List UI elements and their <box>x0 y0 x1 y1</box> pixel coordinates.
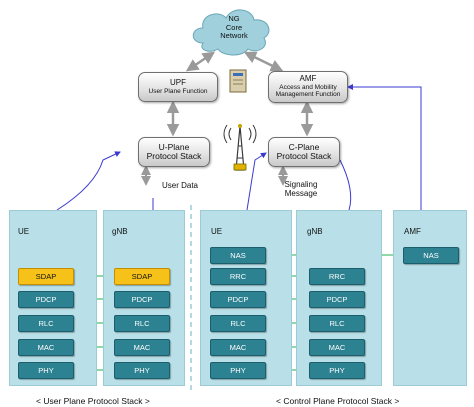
cp-ue-rrc-layer: RRC <box>210 268 266 285</box>
up-ue-phy-layer: PHY <box>18 362 74 379</box>
server-icon <box>229 69 247 93</box>
cloud-upf-arrow <box>185 51 216 72</box>
uplane-line-1: U-Plane <box>158 141 190 152</box>
uplane-line-2: Protocol Stack <box>146 151 202 161</box>
cp-gnb-mac-layer: MAC <box>309 339 365 356</box>
amf-box-subtitle-2: Management Function <box>275 91 341 99</box>
cp-gnb-pdcp-layer: PDCP <box>309 291 365 308</box>
up-gnb-pdcp-layer: PDCP <box>114 291 170 308</box>
amf-panel: AMF <box>393 210 467 386</box>
amf-function-box: AMF Access and Mobility Management Funct… <box>268 71 348 103</box>
up-gnb-phy-layer: PHY <box>114 362 170 379</box>
cplane-line-1: C-Plane <box>288 141 320 152</box>
amf-link <box>347 84 422 210</box>
cp-ue-link <box>246 152 267 211</box>
up-gnb-label: gNB <box>112 227 128 236</box>
cp-gnb-rrc-layer: RRC <box>309 268 365 285</box>
amf-box-subtitle-1: Access and Mobility <box>279 84 337 92</box>
upf-title: UPF <box>170 78 186 88</box>
cloud-line-2: Core <box>225 22 243 32</box>
cplane-line-2: Protocol Stack <box>276 151 332 161</box>
up-gnb-rlc-layer: RLC <box>114 315 170 332</box>
cloud-line-1: NG <box>228 14 240 23</box>
cp-ue-rlc-layer: RLC <box>210 315 266 332</box>
signaling-message-label: Signaling Message <box>276 180 326 198</box>
control-plane-caption: < Control Plane Protocol Stack > <box>276 396 400 406</box>
up-gnb-sdap-layer: SDAP <box>114 268 170 285</box>
cp-ue-phy-layer: PHY <box>210 362 266 379</box>
ng-core-label: NG Core Network <box>214 14 254 41</box>
cp-gnb-link <box>339 159 352 211</box>
signaling-line-1: Signaling <box>284 180 318 189</box>
cp-ue-pdcp-layer: PDCP <box>210 291 266 308</box>
up-ue-mac-layer: MAC <box>18 339 74 356</box>
up-ue-pdcp-layer: PDCP <box>18 291 74 308</box>
cp-gnb-phy-layer: PHY <box>309 362 365 379</box>
cloud-amf-arrow <box>243 51 284 72</box>
amf-panel-label: AMF <box>404 227 421 236</box>
up-ue-link <box>56 151 121 211</box>
up-ue-sdap-layer: SDAP <box>18 268 74 285</box>
upf-box: UPF User Plane Function <box>138 72 218 102</box>
up-gnb-mac-layer: MAC <box>114 339 170 356</box>
cplane-protocol-stack-box: C-Plane Protocol Stack <box>268 137 340 167</box>
cloud-line-3: Network <box>220 31 248 41</box>
ng-core-cloud-icon <box>192 9 270 56</box>
cp-gnb-rlc-layer: RLC <box>309 315 365 332</box>
cp-ue-label: UE <box>211 227 223 236</box>
up-ue-rlc-layer: RLC <box>18 315 74 332</box>
uplane-protocol-stack-box: U-Plane Protocol Stack <box>138 137 210 167</box>
cp-ue-nas-layer: NAS <box>210 247 266 264</box>
user-data-label: User Data <box>161 181 198 190</box>
cp-gnb-label: gNB <box>307 227 323 236</box>
up-ue-label: UE <box>18 227 30 236</box>
signaling-line-2: Message <box>284 189 318 199</box>
upf-subtitle: User Plane Function <box>148 87 208 95</box>
user-plane-caption: < User Plane Protocol Stack > <box>36 396 150 406</box>
amf-nas-layer: NAS <box>403 247 459 264</box>
cp-ue-mac-layer: MAC <box>210 339 266 356</box>
cell-tower-icon <box>223 124 257 171</box>
amf-box-title: AMF <box>299 74 317 84</box>
